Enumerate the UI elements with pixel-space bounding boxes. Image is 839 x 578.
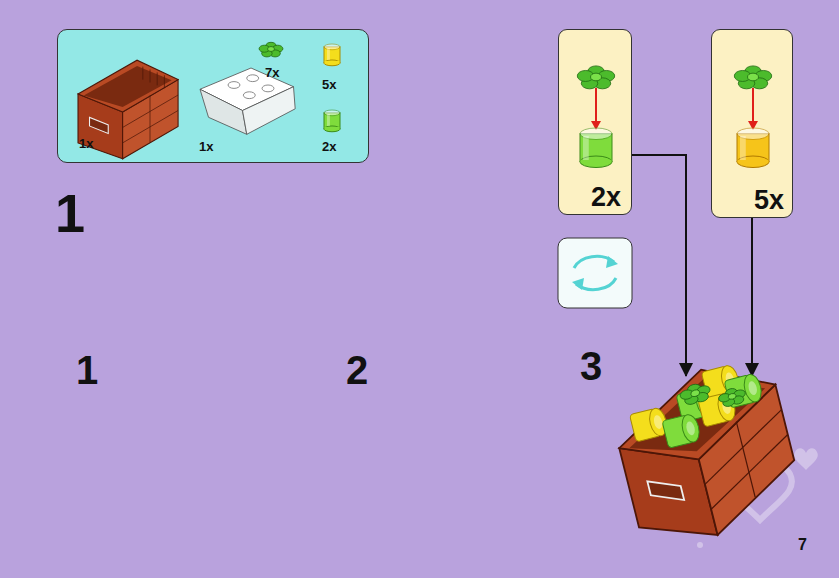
assembly-step: 3 — [612, 376, 790, 506]
quantity-label: 2x — [591, 184, 621, 211]
substep-box: 2x — [558, 29, 632, 215]
assembly-arrow — [751, 218, 753, 376]
crate-brick — [78, 60, 178, 159]
part-count: 1x — [79, 137, 93, 150]
step-number: 1 — [55, 186, 85, 240]
red-arrow — [752, 88, 754, 122]
round-brick — [737, 128, 769, 168]
crate-brick — [606, 353, 808, 553]
rotate-icon — [558, 238, 632, 308]
assembly-arrow — [632, 155, 686, 376]
flower-plate — [717, 386, 747, 409]
part-count: 7x — [265, 66, 279, 79]
part-count: 5x — [322, 78, 336, 91]
parts-list-box: 1x 1x 7x 5x 2x — [57, 29, 369, 163]
round-brick — [580, 128, 612, 168]
red-arrow — [595, 88, 597, 122]
part-count: 1x — [199, 140, 213, 153]
page-number: 7 — [798, 537, 807, 553]
round-brick — [662, 413, 702, 448]
part-illustration — [612, 376, 790, 506]
white-slope-brick — [200, 68, 295, 134]
quantity-label: 5x — [754, 187, 784, 214]
part-count: 2x — [322, 140, 336, 153]
substep-number: 1 — [76, 350, 98, 390]
substep-number: 2 — [346, 350, 368, 390]
flower-plate — [734, 66, 771, 89]
round-brick — [324, 44, 340, 66]
flower-plate — [259, 42, 283, 57]
flower-plate — [577, 66, 614, 89]
flower-plate — [678, 381, 712, 407]
substep-box: 5x — [711, 29, 793, 218]
substep-number: 3 — [580, 346, 602, 386]
round-brick — [324, 110, 340, 132]
